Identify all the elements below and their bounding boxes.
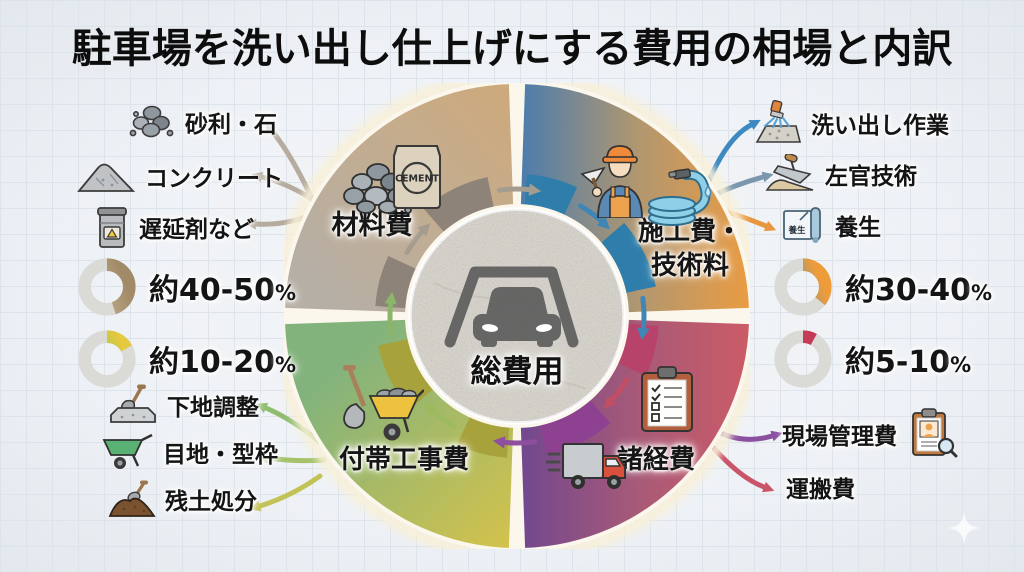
list-item-label: 洗い出し作業	[811, 113, 949, 139]
stat-value: 約40-50%	[149, 273, 296, 308]
shovel-wheelbarrow-icon	[328, 364, 424, 444]
list-item-site-management: 現場管理費	[782, 408, 958, 460]
soil-disposal-icon	[108, 480, 156, 517]
curing-sheet-icon: 養生	[783, 207, 821, 243]
list-item-concrete: コンクリート	[76, 158, 283, 194]
quadrant-label-materials: 材料費	[331, 210, 413, 241]
stat-incidental-share: 約10-20%	[76, 328, 296, 390]
list-item-base-prep: 下地調整	[108, 384, 259, 426]
worker-icon	[580, 140, 660, 218]
list-item-label: 左官技術	[825, 164, 917, 190]
wheelbarrow-icon	[102, 433, 153, 469]
retarder-can-icon	[97, 207, 127, 248]
center-total-label: 総費用	[470, 354, 564, 390]
sparkle-icon	[948, 512, 980, 544]
list-item-label: 残土処分	[165, 489, 257, 515]
site-management-icon	[912, 408, 958, 458]
carport-car-icon	[444, 266, 579, 348]
list-item-gravel-stone: 砂利・石	[128, 102, 277, 142]
list-item-transport: 運搬費	[786, 470, 855, 504]
stat-value: 約5-10%	[845, 345, 972, 380]
trowel-icon	[765, 154, 814, 191]
quadrant-label-construction-line2: 技術料	[650, 251, 730, 281]
stat-value: 約10-20%	[149, 345, 296, 380]
construction-donut-chart	[774, 258, 832, 316]
concrete-pile-icon	[77, 163, 136, 192]
cement-bag-label: CEMENT	[395, 174, 439, 185]
hose-icon	[642, 160, 716, 228]
list-item-label: 遅延剤など	[139, 217, 254, 243]
cement-bag-icon: CEMENT	[384, 134, 450, 212]
stat-construction-share: 約30-40%	[772, 256, 992, 318]
list-item-label: 砂利・石	[185, 112, 277, 138]
list-item-label: 運搬費	[786, 477, 855, 503]
washout-brush-icon	[755, 100, 802, 143]
list-item-curing: 養生 養生	[780, 204, 881, 246]
list-item-washout-work: 洗い出し作業	[752, 100, 949, 146]
gravel-stone-icon	[129, 105, 174, 138]
quadrant-label-incidental: 付帯工事費	[338, 445, 470, 475]
list-item-retarder: 遅延剤など	[94, 204, 254, 250]
incidental-donut-chart	[78, 330, 136, 388]
list-item-label: 下地調整	[167, 395, 259, 421]
stat-materials-share: 約40-50%	[76, 256, 296, 318]
list-item-label: 養生	[835, 215, 881, 241]
list-item-label: 目地・型枠	[163, 442, 278, 468]
quadrant-label-overhead: 諸経費	[616, 445, 696, 475]
overhead-donut-chart	[774, 330, 832, 388]
stat-value: 約30-40%	[845, 273, 992, 308]
list-item-label: コンクリート	[145, 166, 283, 192]
list-item-soil-disposal: 残土処分	[108, 480, 257, 518]
truck-icon	[546, 434, 634, 492]
curing-icon-label: 養生	[787, 225, 806, 236]
base-prep-icon	[110, 384, 156, 423]
page-title: 駐車場を洗い出し仕上げにする費用の相場と内訳	[71, 26, 953, 72]
stat-overhead-share: 約5-10%	[772, 328, 971, 390]
clipboard-checklist-icon	[636, 366, 698, 436]
cost-cycle-ring	[284, 83, 750, 549]
list-item-joint-formwork: 目地・型枠	[100, 432, 278, 472]
materials-donut-chart	[78, 258, 136, 316]
list-item-label: 現場管理費	[782, 424, 897, 450]
list-item-plastering: 左官技術	[764, 154, 917, 194]
